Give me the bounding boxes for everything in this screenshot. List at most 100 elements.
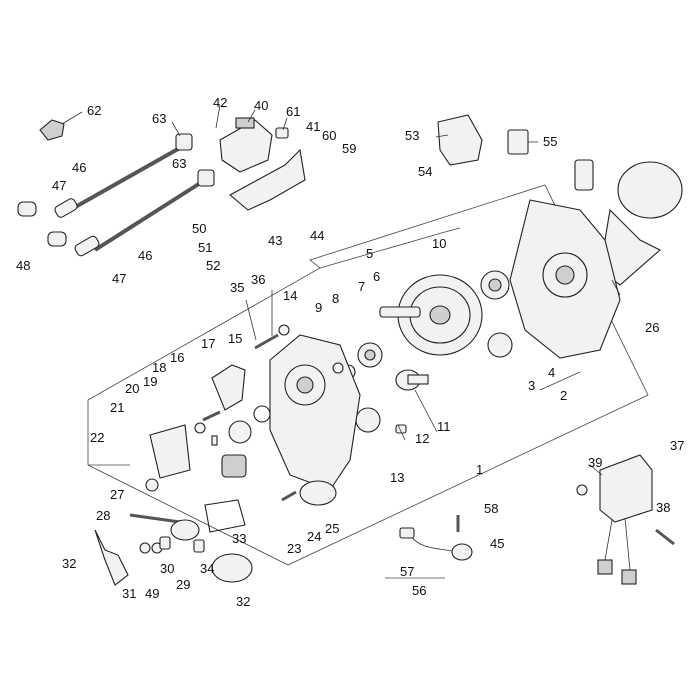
callout-32b: 32 bbox=[236, 594, 250, 609]
spark-plug-boot-47b bbox=[74, 235, 100, 257]
callout-4: 4 bbox=[548, 365, 555, 380]
seal-3 bbox=[487, 332, 513, 358]
sensor-32 bbox=[94, 529, 129, 586]
callout-16: 16 bbox=[170, 350, 184, 365]
bolt-18 bbox=[202, 410, 221, 422]
callout-43: 43 bbox=[268, 233, 282, 248]
callout-27: 27 bbox=[110, 487, 124, 502]
callout-30: 30 bbox=[160, 561, 174, 576]
plug-cap-48a bbox=[17, 201, 37, 217]
fastener-61 bbox=[275, 127, 289, 139]
nut-39 bbox=[576, 484, 588, 496]
callout-38: 38 bbox=[656, 500, 670, 515]
callout-13: 13 bbox=[390, 470, 404, 485]
callout-54: 54 bbox=[418, 164, 432, 179]
callout-62: 62 bbox=[87, 103, 101, 118]
callout-51: 51 bbox=[198, 240, 212, 255]
callout-47a: 47 bbox=[52, 178, 66, 193]
callout-39: 39 bbox=[588, 455, 602, 470]
washer-36 bbox=[278, 324, 290, 336]
callout-28: 28 bbox=[96, 508, 110, 523]
bearing-16 bbox=[228, 420, 252, 444]
callout-35: 35 bbox=[230, 280, 244, 295]
bearing-8 bbox=[357, 342, 383, 368]
cam-21 bbox=[149, 424, 191, 479]
hv-cable-lower bbox=[93, 169, 215, 252]
ignition-coil-40 bbox=[219, 117, 273, 173]
plug-cap-48b bbox=[47, 231, 67, 247]
relay-55 bbox=[507, 129, 529, 155]
cover-17 bbox=[211, 364, 246, 411]
callout-57: 57 bbox=[400, 564, 414, 579]
callout-46a: 46 bbox=[72, 160, 86, 175]
bolt-35 bbox=[254, 333, 279, 350]
clamp-25 bbox=[299, 480, 337, 506]
washer-19 bbox=[194, 422, 206, 434]
callout-6: 6 bbox=[373, 269, 380, 284]
bolt-24 bbox=[281, 490, 297, 502]
callout-56: 56 bbox=[412, 583, 426, 598]
fastener-31 bbox=[139, 542, 151, 554]
callout-23: 23 bbox=[287, 541, 301, 556]
callout-61: 61 bbox=[286, 104, 300, 119]
callout-34: 34 bbox=[200, 561, 214, 576]
pulley-22 bbox=[145, 478, 159, 492]
callout-5: 5 bbox=[366, 246, 373, 261]
piece-20 bbox=[211, 435, 218, 446]
callout-labels: 62 63 42 40 61 41 60 59 53 55 54 46 47 4… bbox=[16, 95, 684, 609]
callout-15: 15 bbox=[228, 331, 242, 346]
callout-44: 44 bbox=[310, 228, 324, 243]
callout-42: 42 bbox=[213, 95, 227, 110]
callout-31: 31 bbox=[122, 586, 136, 601]
leader-lines bbox=[61, 104, 621, 476]
callout-55: 55 bbox=[543, 134, 557, 149]
holder-28 bbox=[129, 513, 200, 541]
ignition-cap-62 bbox=[39, 119, 65, 141]
ring-14 bbox=[332, 362, 344, 374]
coil-bracket-41 bbox=[229, 148, 306, 211]
callout-3: 3 bbox=[528, 378, 535, 393]
fastener-34 bbox=[193, 539, 205, 553]
callout-58: 58 bbox=[484, 501, 498, 516]
callout-29: 29 bbox=[176, 577, 190, 592]
cover-32b bbox=[211, 553, 253, 583]
callout-20: 20 bbox=[125, 381, 139, 396]
bearing-10 bbox=[480, 270, 510, 300]
callout-53: 53 bbox=[405, 128, 419, 143]
callout-18: 18 bbox=[152, 360, 166, 375]
callout-52: 52 bbox=[206, 258, 220, 273]
regulator-37 bbox=[597, 454, 653, 585]
control-unit-53 bbox=[437, 114, 483, 166]
callout-14: 14 bbox=[283, 288, 297, 303]
spark-plug-boot-47a bbox=[54, 198, 78, 218]
callout-19: 19 bbox=[143, 374, 157, 389]
callout-63a: 63 bbox=[152, 111, 166, 126]
hv-cable-upper bbox=[69, 133, 193, 212]
callout-40: 40 bbox=[254, 98, 268, 113]
callout-63b: 63 bbox=[172, 156, 186, 171]
assembly-frame bbox=[87, 184, 649, 579]
gear-11 bbox=[395, 369, 429, 391]
sleeve-30 bbox=[159, 536, 171, 550]
callout-7: 7 bbox=[358, 279, 365, 294]
crankcase-half-right bbox=[509, 199, 621, 359]
callout-21: 21 bbox=[110, 400, 124, 415]
callout-22: 22 bbox=[90, 430, 104, 445]
callout-17: 17 bbox=[201, 336, 215, 351]
callout-50: 50 bbox=[192, 221, 206, 236]
callout-37: 37 bbox=[670, 438, 684, 453]
sensor-cable-56 bbox=[399, 527, 473, 561]
pad-23 bbox=[221, 454, 247, 478]
callout-46b: 46 bbox=[138, 248, 152, 263]
callout-26: 26 bbox=[645, 320, 659, 335]
callout-25: 25 bbox=[325, 521, 339, 536]
callout-8: 8 bbox=[332, 291, 339, 306]
callout-9: 9 bbox=[315, 300, 322, 315]
gasket-33 bbox=[204, 499, 246, 533]
bolt-38 bbox=[655, 528, 675, 546]
callout-10: 10 bbox=[432, 236, 446, 251]
callout-33: 33 bbox=[232, 531, 246, 546]
callout-59: 59 bbox=[342, 141, 356, 156]
flywheel-assembly bbox=[379, 274, 483, 356]
